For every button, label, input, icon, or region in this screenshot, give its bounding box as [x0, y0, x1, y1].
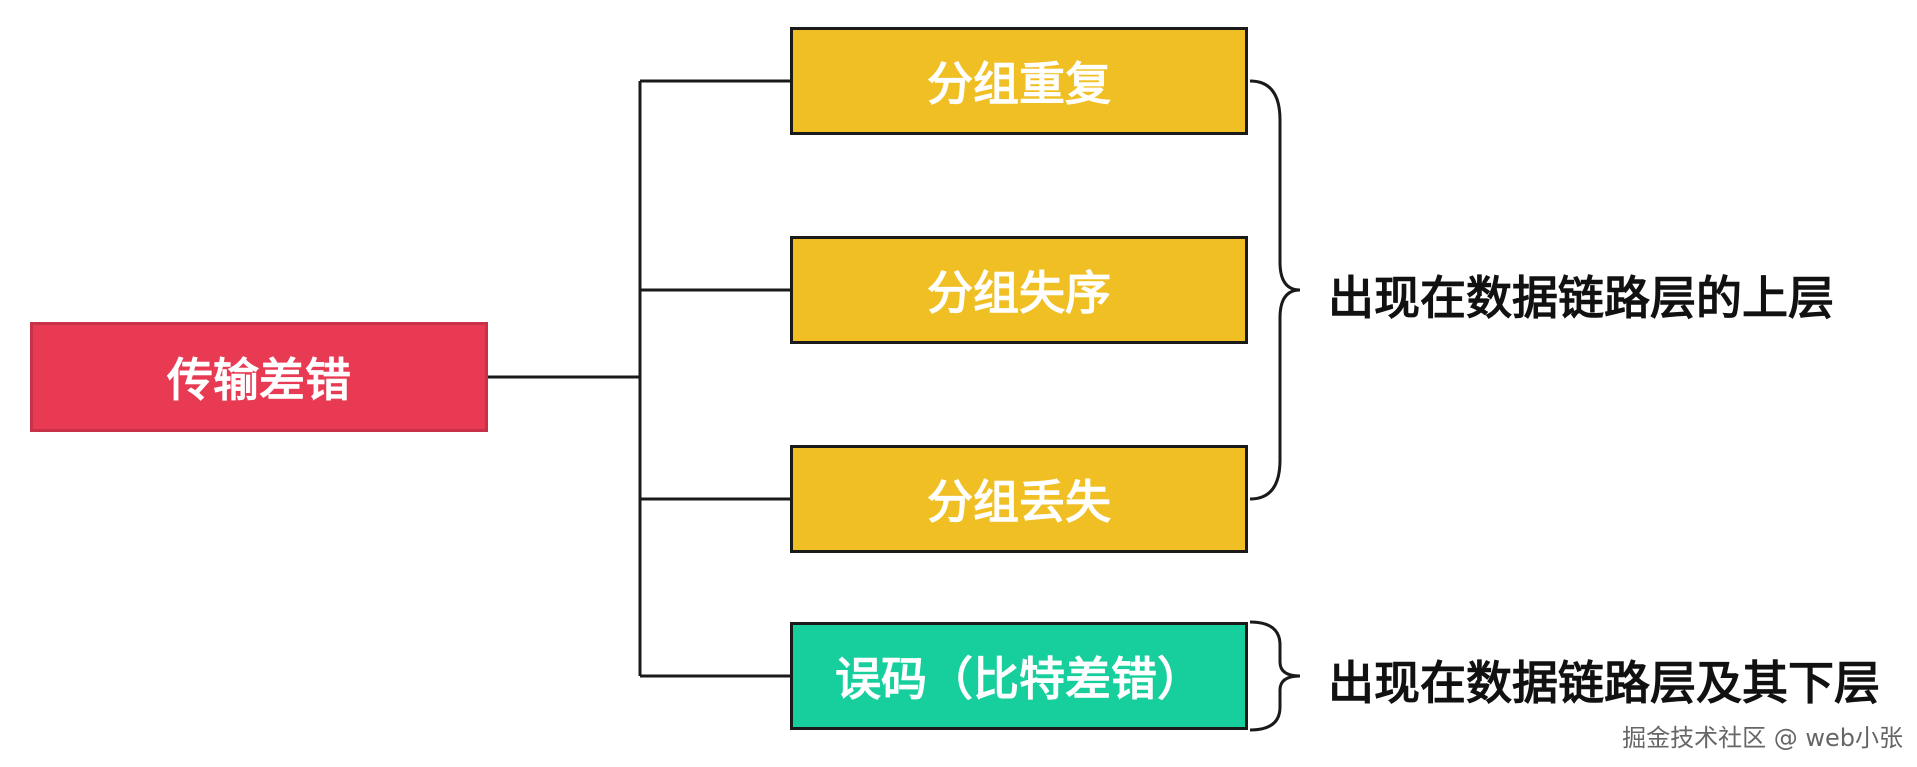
annotation-lower-layer: 出现在数据链路层及其下层: [1328, 656, 1880, 710]
node-label-packet-loss: 分组丢失: [927, 475, 1111, 529]
node-label-bit-error: 误码（比特差错）: [835, 652, 1203, 706]
brace-lower: [1249, 620, 1301, 732]
root-node-label: 传输差错: [167, 353, 351, 407]
annotation-upper-layer: 出现在数据链路层的上层: [1328, 271, 1834, 325]
node-packet-loss: 分组丢失: [790, 445, 1248, 553]
root-node-transmission-errors: 传输差错: [30, 322, 488, 432]
node-label-packet-out-of-order: 分组失序: [927, 266, 1111, 320]
watermark: 掘金技术社区 @ web小张: [1622, 724, 1903, 752]
node-label-packet-duplication: 分组重复: [927, 57, 1111, 111]
brace-upper: [1249, 79, 1301, 501]
node-packet-duplication: 分组重复: [790, 27, 1248, 135]
node-bit-error: 误码（比特差错）: [790, 622, 1248, 730]
node-packet-out-of-order: 分组失序: [790, 236, 1248, 344]
